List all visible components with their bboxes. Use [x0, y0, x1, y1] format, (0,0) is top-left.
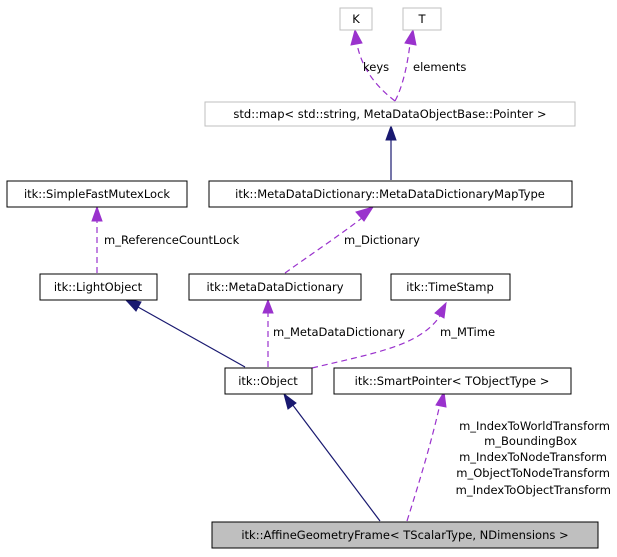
- edge-label-mtime: m_MTime: [440, 325, 495, 339]
- edge-object-to-timestamp: [311, 315, 441, 369]
- arrowhead-k: [350, 28, 363, 46]
- edges: [91, 28, 447, 522]
- arrowhead-lightobject: [123, 298, 142, 312]
- node-dictionary-map-type[interactable]: itk::MetaDataDictionary::MetaDataDiction…: [208, 180, 573, 208]
- node-object-label: itk::Object: [238, 374, 298, 388]
- node-dictionary-map-type-label: itk::MetaDataDictionary::MetaDataDiction…: [235, 187, 545, 201]
- edge-labels: keys elements m_ReferenceCountLock m_Dic…: [104, 60, 611, 497]
- arrowhead-dictionary: [262, 298, 274, 314]
- node-object[interactable]: itk::Object: [224, 367, 313, 395]
- node-t-label: T: [417, 12, 426, 26]
- node-light-object[interactable]: itk::LightObject: [39, 273, 158, 301]
- edge-label-index-to-node-transform: m_IndexToNodeTransform: [459, 450, 607, 464]
- edge-label-index-to-world-transform: m_IndexToWorldTransform: [459, 419, 610, 433]
- edge-label-object-to-node-transform: m_ObjectToNodeTransform: [456, 466, 610, 480]
- edge-label-index-to-object-transform: m_IndexToObjectTransform: [456, 483, 611, 497]
- node-time-stamp[interactable]: itk::TimeStamp: [390, 273, 511, 301]
- node-affine-geometry-frame[interactable]: itk::AffineGeometryFrame< TScalarType, N…: [211, 521, 599, 549]
- arrowhead-t: [404, 28, 417, 46]
- arrowhead-maptype: [355, 206, 375, 222]
- node-metadata-dictionary-label: itk::MetaDataDictionary: [206, 280, 343, 294]
- edge-label-bounding-box: m_BoundingBox: [484, 434, 577, 448]
- node-smart-pointer-label: itk::SmartPointer< TObjectType >: [355, 374, 550, 388]
- arrowhead-object: [283, 392, 297, 410]
- edge-map-to-t: [394, 43, 411, 102]
- edge-label-metadata-dictionary: m_MetaDataDictionary: [273, 325, 405, 339]
- node-std-map[interactable]: std::map< std::string, MetaDataObjectBas…: [204, 101, 576, 127]
- edge-label-keys: keys: [363, 60, 389, 74]
- edge-label-reference-count-lock: m_ReferenceCountLock: [104, 233, 240, 247]
- node-k-label: K: [352, 12, 360, 26]
- node-affine-geometry-frame-label: itk::AffineGeometryFrame< TScalarType, N…: [241, 528, 568, 542]
- node-simple-fast-mutex-lock[interactable]: itk::SimpleFastMutexLock: [6, 180, 188, 208]
- node-time-stamp-label: itk::TimeStamp: [406, 280, 494, 294]
- arrowhead-timestamp: [434, 301, 447, 319]
- edge-label-dictionary: m_Dictionary: [344, 233, 420, 247]
- edge-frame-to-object: [291, 403, 381, 522]
- edge-dictionary-to-maptype: [284, 217, 363, 274]
- node-simple-fast-mutex-lock-label: itk::SimpleFastMutexLock: [24, 187, 170, 201]
- arrowhead-mutex: [91, 205, 103, 222]
- node-light-object-label: itk::LightObject: [54, 280, 143, 294]
- node-k[interactable]: K: [339, 7, 373, 31]
- node-t[interactable]: T: [402, 7, 442, 31]
- node-std-map-label: std::map< std::string, MetaDataObjectBas…: [233, 107, 546, 121]
- arrowhead-map: [385, 124, 397, 141]
- node-metadata-dictionary[interactable]: itk::MetaDataDictionary: [188, 273, 362, 301]
- edge-frame-to-smartpointer: [406, 403, 441, 522]
- edge-object-to-lightobject: [137, 306, 246, 368]
- node-smart-pointer[interactable]: itk::SmartPointer< TObjectType >: [333, 367, 572, 395]
- edge-label-elements: elements: [413, 60, 466, 74]
- edge-map-to-k: [356, 43, 396, 102]
- arrowhead-smartpointer: [435, 390, 447, 408]
